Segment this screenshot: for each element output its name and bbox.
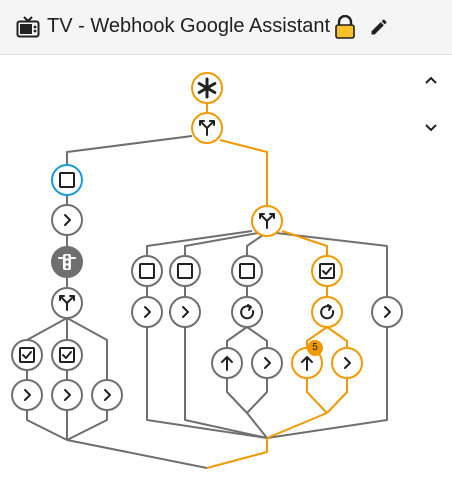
header-bar: TV - Webhook Google Assistant (0, 0, 452, 55)
chevron-node[interactable] (51, 379, 83, 411)
arrow-up-icon (301, 356, 313, 371)
count-badge: 5 (307, 340, 323, 356)
lock-icon (335, 15, 355, 39)
chevron-node[interactable] (131, 296, 163, 328)
arrow-up-icon (221, 356, 233, 371)
traffic-node[interactable] (51, 246, 83, 278)
asterisk-icon (197, 77, 217, 99)
chevron-icon (182, 306, 189, 318)
flow-diagram (11, 72, 403, 469)
square-icon (59, 172, 75, 188)
edit-icon[interactable] (369, 17, 389, 37)
chevron-icon (64, 214, 71, 226)
page-title: TV - Webhook Google Assistant (47, 15, 331, 37)
chevron-node[interactable] (11, 379, 43, 411)
chevron-node[interactable] (169, 296, 201, 328)
square-node[interactable] (51, 164, 83, 196)
chevron-icon (264, 357, 271, 369)
chevron-node[interactable] (331, 347, 363, 379)
arrow-up-node[interactable] (211, 347, 243, 379)
refresh-icon (320, 304, 335, 320)
refresh-icon (240, 304, 255, 320)
square-node[interactable] (231, 255, 263, 287)
chevron-icon (64, 389, 71, 401)
refresh-node[interactable] (311, 296, 343, 328)
square-node[interactable] (169, 255, 201, 287)
split-node[interactable] (251, 205, 283, 237)
asterisk-node[interactable] (191, 72, 223, 104)
chevron-node[interactable] (251, 347, 283, 379)
square-icon (139, 263, 155, 279)
chevron-node[interactable] (51, 204, 83, 236)
split-icon (259, 213, 275, 229)
check-node[interactable] (11, 339, 43, 371)
square-icon (177, 263, 193, 279)
refresh-node[interactable] (231, 296, 263, 328)
chevron-icon (344, 357, 351, 369)
chevron-icon (104, 389, 111, 401)
split-icon (199, 120, 215, 136)
check-node[interactable] (51, 339, 83, 371)
traffic-icon (58, 254, 76, 270)
check-icon (19, 347, 35, 363)
square-icon (239, 263, 255, 279)
chevron-node[interactable] (91, 379, 123, 411)
split-icon (59, 295, 75, 311)
split-node[interactable] (191, 112, 223, 144)
split-node[interactable] (51, 287, 83, 319)
check-icon (319, 263, 335, 279)
chevron-node[interactable] (371, 296, 403, 328)
connectors (26, 103, 388, 469)
square-node[interactable] (131, 255, 163, 287)
chevron-icon (384, 306, 391, 318)
check-node[interactable] (311, 255, 343, 287)
chevron-down-icon[interactable] (424, 121, 438, 135)
chevron-icon (144, 306, 151, 318)
chevron-up-icon[interactable] (424, 73, 438, 87)
chevron-icon (24, 389, 31, 401)
tv-icon (16, 16, 40, 38)
check-icon (59, 347, 75, 363)
